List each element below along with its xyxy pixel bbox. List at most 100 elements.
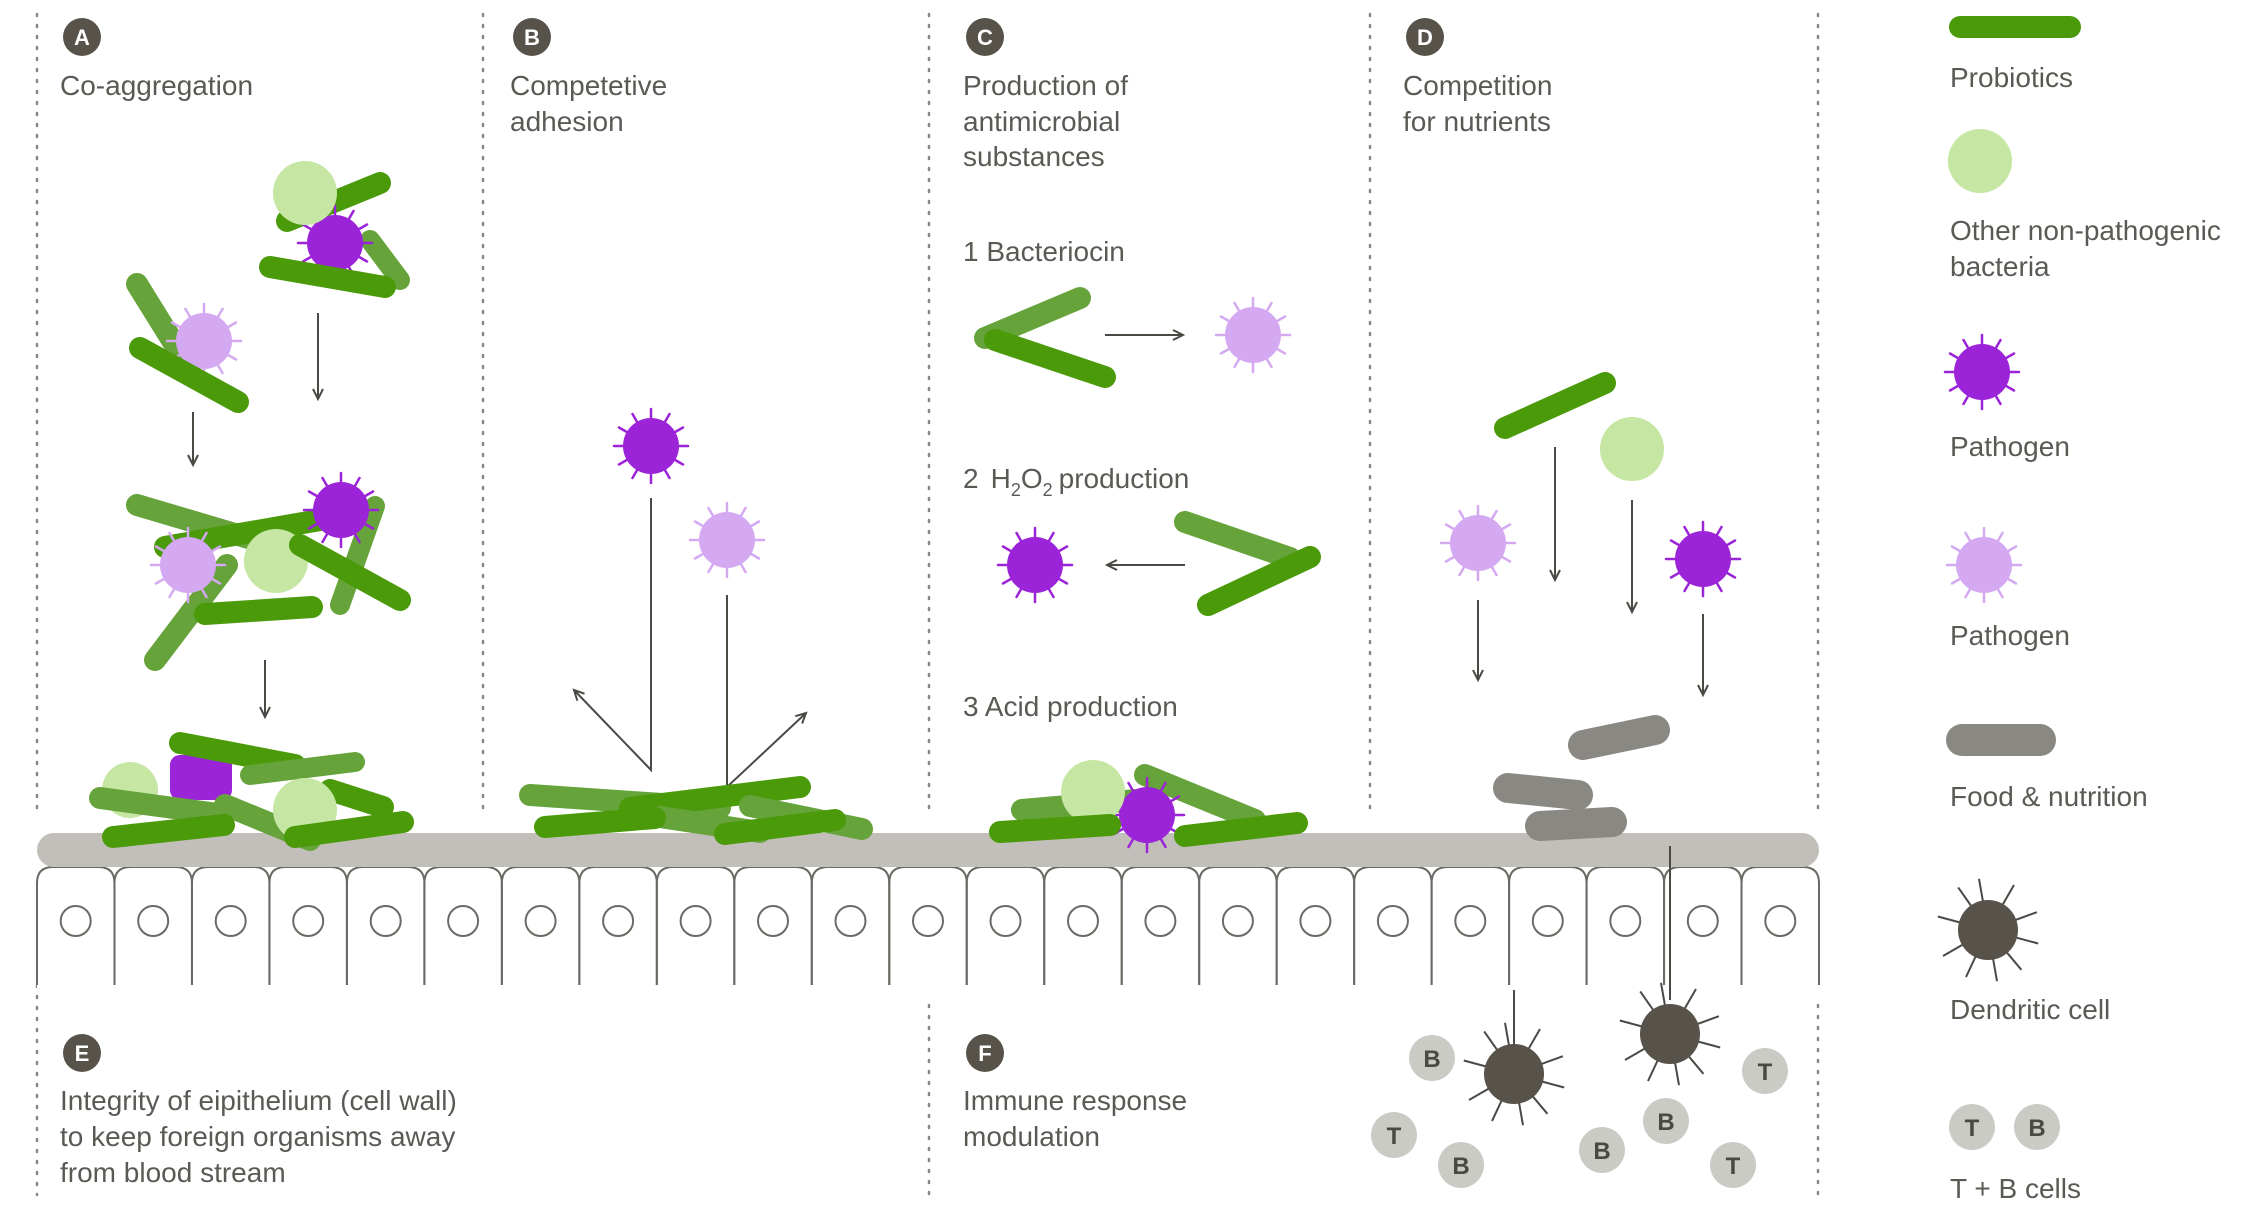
pathogen-dark bbox=[1664, 520, 1742, 598]
badge-f-label: F bbox=[978, 1041, 991, 1066]
badge-a-label: A bbox=[74, 25, 90, 50]
panel-f-title-line1: Immune response bbox=[963, 1085, 1187, 1116]
probiotic-rod bbox=[102, 814, 235, 848]
cell-nucleus bbox=[1531, 905, 1564, 937]
badge-e-label: E bbox=[75, 1041, 90, 1066]
t-cell bbox=[1710, 1142, 1756, 1188]
epithelial-cells bbox=[36, 860, 1820, 988]
cell-nucleus bbox=[1067, 905, 1099, 937]
panel-separators bbox=[35, 12, 1820, 1197]
legend: Probiotics Other non-pathogenic bacteria… bbox=[1936, 16, 2221, 1204]
panel-f-header: F Immune response modulation bbox=[963, 1034, 1187, 1152]
legend-t-cell-letter: T bbox=[1965, 1115, 1980, 1142]
probiotic-rod bbox=[984, 329, 1116, 388]
probiotic-rod bbox=[1174, 511, 1301, 569]
t-cell bbox=[1742, 1048, 1788, 1094]
bacteriocin-label: 1 Bacteriocin bbox=[963, 236, 1125, 267]
pathogen-light bbox=[1214, 296, 1292, 374]
legend-pathogen-dark-label: Pathogen bbox=[1950, 431, 2070, 462]
legend-pathogen-light-swatch bbox=[1945, 526, 2023, 604]
badge-b-label: B bbox=[524, 25, 540, 50]
cell-nucleus bbox=[912, 905, 944, 937]
badge-d bbox=[1406, 18, 1444, 56]
probiotic-rod bbox=[194, 596, 323, 625]
panel-a-illustration bbox=[89, 161, 414, 851]
panel-a-title-line1: Co-aggregation bbox=[60, 70, 253, 101]
deflect-arrow bbox=[572, 498, 652, 773]
probiotic-rod bbox=[989, 814, 1121, 843]
panel-e-title-line2: to keep foreign organisms away bbox=[60, 1121, 455, 1152]
badge-a bbox=[63, 18, 101, 56]
cell-nucleus bbox=[137, 905, 170, 937]
legend-t-cell-swatch bbox=[1949, 1104, 1995, 1150]
panel-a-header: A Co-aggregation bbox=[60, 18, 253, 101]
panel-b-header: B Competetive adhesion bbox=[510, 18, 667, 137]
pathogen-light bbox=[688, 501, 766, 579]
probiotic-rod bbox=[714, 809, 846, 845]
cell-nucleus bbox=[1221, 905, 1254, 937]
panel-b-illustration bbox=[519, 407, 873, 845]
legend-pathogen-dark-swatch bbox=[1943, 333, 2021, 411]
probiotic-rod bbox=[330, 496, 385, 615]
panel-e-title-line3: from blood stream bbox=[60, 1157, 286, 1188]
nonpathogenic-bacterium bbox=[1061, 760, 1125, 824]
legend-pathogen-light-label: Pathogen bbox=[1950, 620, 2070, 651]
b-cell-letter: B bbox=[1593, 1138, 1610, 1165]
probiotic-rod bbox=[1494, 372, 1616, 439]
cell-nucleus bbox=[59, 905, 92, 937]
b-cell-letter: B bbox=[1657, 1109, 1674, 1136]
probiotic-rod bbox=[289, 534, 411, 611]
probiotic-rod bbox=[89, 787, 236, 826]
cell-nucleus bbox=[1454, 905, 1487, 937]
b-cell-letter: B bbox=[1452, 1153, 1469, 1180]
probiotic-rod bbox=[1197, 546, 1321, 616]
food-particle bbox=[1568, 715, 1670, 760]
probiotic-rod bbox=[284, 811, 414, 848]
panel-d-title-line2: for nutrients bbox=[1403, 106, 1551, 137]
food-particle bbox=[1525, 807, 1627, 841]
cell-nucleus bbox=[1299, 905, 1332, 937]
pathogen-dark bbox=[612, 407, 690, 485]
t-cell bbox=[1371, 1112, 1417, 1158]
badge-e bbox=[63, 1034, 101, 1072]
cell-nucleus bbox=[1144, 905, 1177, 937]
nonpathogenic-bacterium bbox=[1600, 417, 1664, 481]
panel-f-title-line2: modulation bbox=[963, 1121, 1100, 1152]
panel-c-title-line1: Production of bbox=[963, 70, 1128, 101]
cell-nucleus bbox=[1376, 905, 1409, 937]
probiotic-rod bbox=[169, 732, 306, 776]
b-cell bbox=[1438, 1142, 1484, 1188]
cell-nucleus bbox=[834, 905, 867, 937]
panel-e-title-line1: Integrity of eipithelium (cell wall) bbox=[60, 1085, 457, 1116]
probiotic-rod bbox=[319, 779, 394, 818]
cell-nucleus bbox=[369, 905, 402, 937]
panel-c-illustration bbox=[974, 287, 1321, 854]
pathogen-dark-squished bbox=[170, 755, 232, 800]
legend-dendritic-swatch bbox=[1936, 877, 2040, 983]
cell-nucleus bbox=[524, 905, 557, 937]
panel-c-header: C Production of antimicrobial substances… bbox=[963, 18, 1189, 722]
probiotic-rod bbox=[534, 807, 666, 838]
cell-nucleus bbox=[214, 905, 247, 937]
probiotic-rod bbox=[619, 776, 811, 819]
pathogen-light bbox=[1439, 504, 1517, 582]
panel-c-title-line3: substances bbox=[963, 141, 1105, 172]
deflect-arrow bbox=[726, 595, 808, 790]
panel-d-header: D Competition for nutrients bbox=[1403, 18, 1552, 137]
t-cell-letter: T bbox=[1387, 1123, 1402, 1150]
probiotic-rod bbox=[1174, 812, 1308, 847]
cell-nucleus bbox=[292, 905, 325, 937]
legend-probiotics-label: Probiotics bbox=[1950, 62, 2073, 93]
badge-c-label: C bbox=[977, 25, 993, 50]
probiotic-rod bbox=[240, 752, 365, 785]
panel-c-title-line2: antimicrobial bbox=[963, 106, 1120, 137]
legend-b-cell-letter: B bbox=[2028, 1115, 2045, 1142]
legend-food-label: Food & nutrition bbox=[1950, 781, 2148, 812]
acid-production-label: 3 Acid production bbox=[963, 691, 1178, 722]
badge-c bbox=[966, 18, 1004, 56]
cell-nucleus bbox=[602, 905, 635, 937]
t-cell-letter: T bbox=[1726, 1153, 1741, 1180]
panel-b-title-line2: adhesion bbox=[510, 106, 624, 137]
